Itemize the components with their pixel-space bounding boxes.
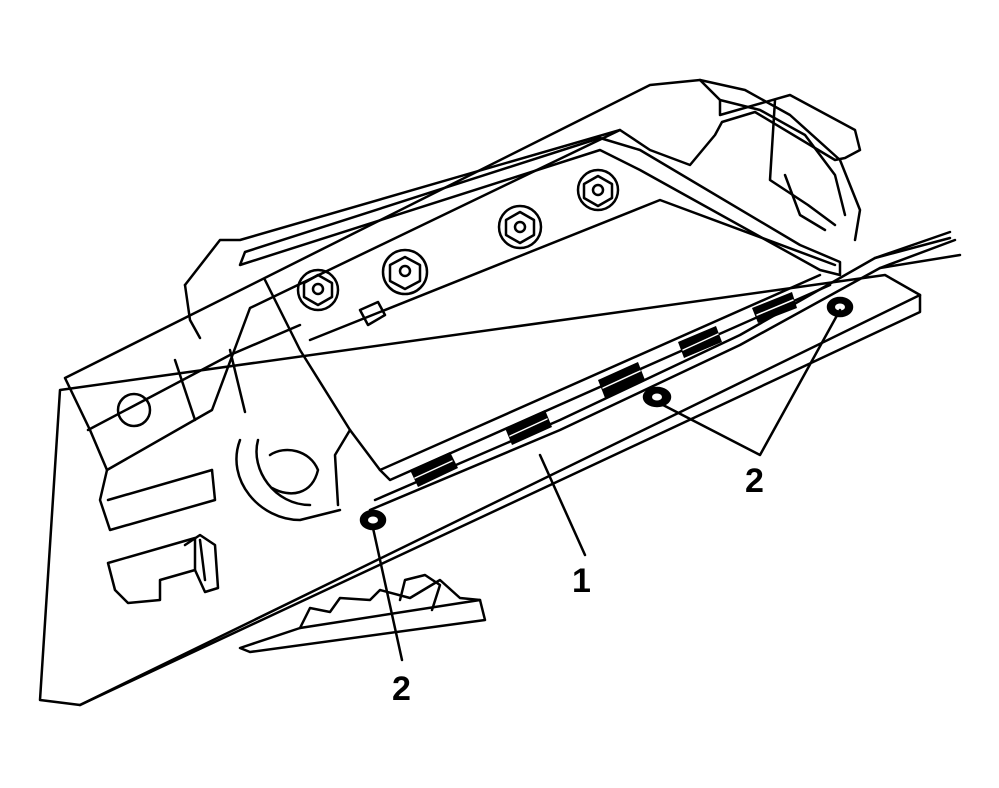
- leader-line-1: [538, 453, 587, 557]
- callout-2-right: 2: [745, 462, 764, 500]
- leader-lines: [371, 308, 842, 662]
- nut-2: [381, 248, 429, 296]
- mounting-plate: [38, 273, 922, 707]
- callout-2-bottom: 2: [392, 670, 411, 708]
- callout-1: 1: [572, 562, 591, 600]
- nut-3: [497, 204, 543, 250]
- leader-line-2-right: [661, 308, 842, 457]
- screw-rear: [826, 296, 854, 318]
- screw-front: [359, 509, 387, 531]
- clip-outlines: [414, 299, 794, 479]
- support-bracket: [63, 78, 862, 532]
- retaining-screws: [359, 296, 854, 531]
- connector-clips: [410, 292, 797, 487]
- locating-tab: [358, 300, 387, 327]
- nut-4: [576, 168, 620, 212]
- leader-line-2-bottom: [371, 526, 404, 662]
- nut-1: [296, 268, 340, 312]
- module-housing: [235, 136, 842, 522]
- side-bracket: [106, 533, 220, 605]
- harness-strap: [368, 230, 962, 512]
- screw-middle: [642, 386, 672, 408]
- mounting-nuts: [296, 168, 620, 327]
